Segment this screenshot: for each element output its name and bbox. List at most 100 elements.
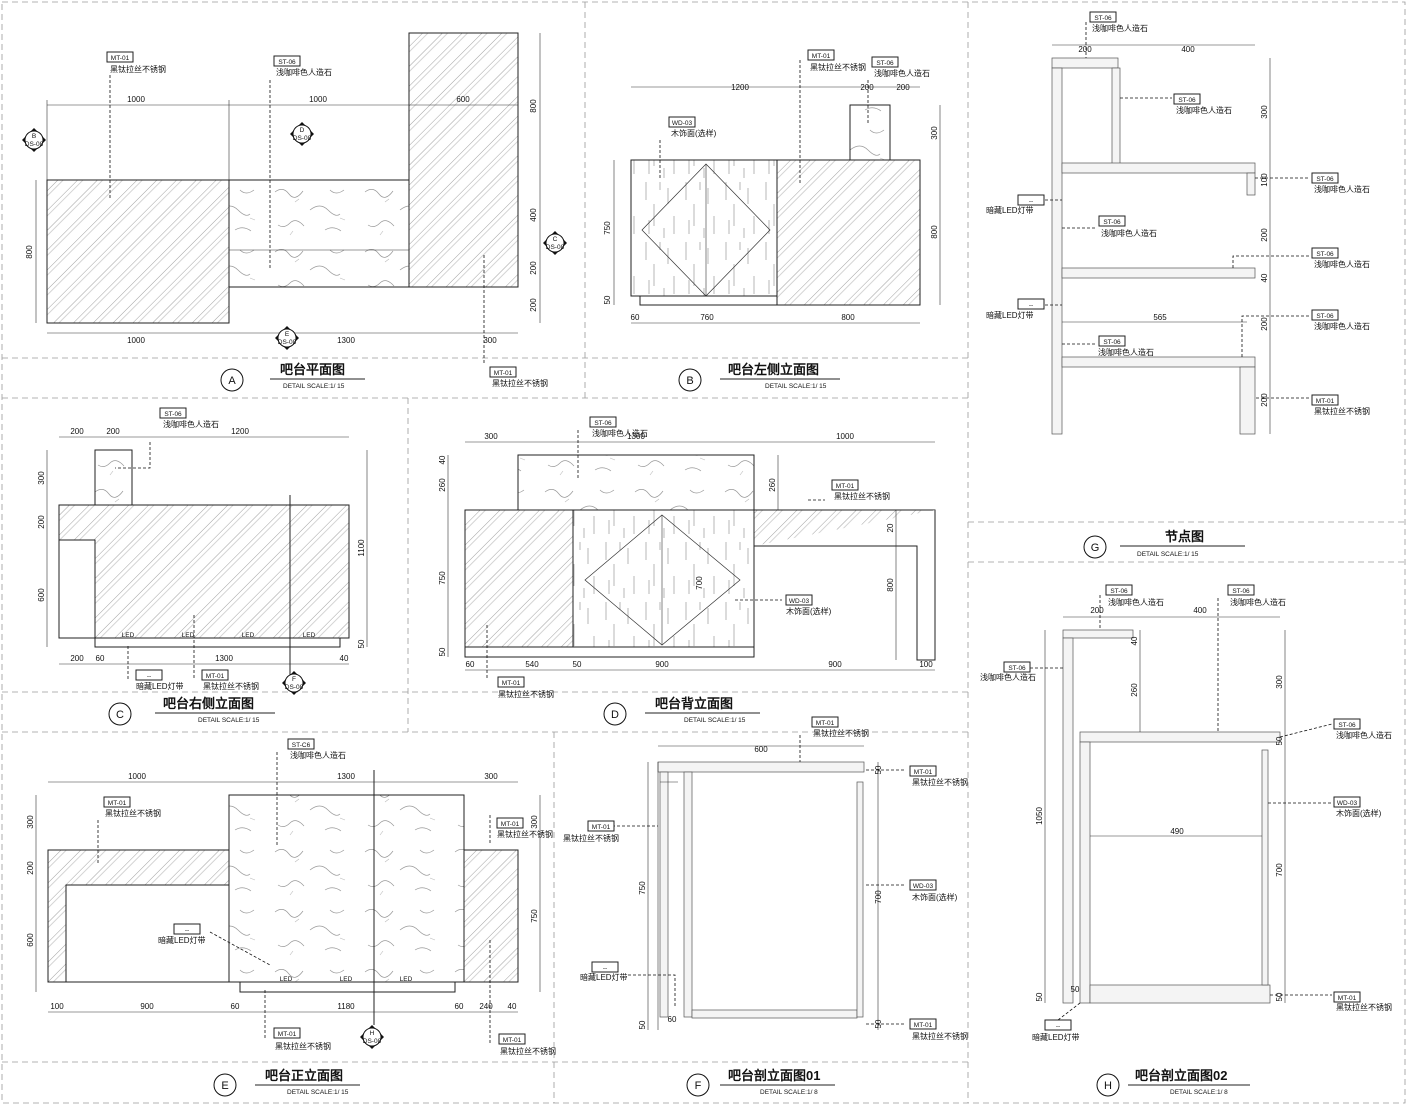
dim-text: 1000 [836, 432, 854, 441]
dim-text: 200 [37, 515, 46, 529]
material-label: 暗藏LED灯带 [986, 310, 1034, 320]
material-code: ST-06 [164, 411, 182, 418]
dim-text: 50 [357, 639, 366, 648]
dim-text: 200 [1260, 317, 1269, 331]
dim-text: 900 [655, 660, 669, 669]
section-marker-b: B DS-08 [22, 128, 46, 152]
material-code: -- [185, 927, 189, 934]
material-label: 木饰面(选样) [671, 128, 717, 138]
dim-text: 900 [140, 1002, 154, 1011]
view-h-section-02: 200 400 1050 50 40 260 300 50 700 50 490… [980, 584, 1392, 1097]
dim-text: 60 [466, 660, 475, 669]
view-title: 吧台左侧立面图 [728, 362, 819, 377]
material-code: ST-06 [594, 420, 612, 427]
dim-text: 200 [1260, 228, 1269, 242]
dim-text: 100 [50, 1002, 64, 1011]
material-code: WD-03 [1337, 800, 1358, 807]
material-label: 浅咖啡色人造石 [1176, 105, 1232, 115]
view-letter: H [1104, 1080, 1112, 1092]
svg-text:F: F [292, 676, 296, 683]
dim-text: 50 [438, 647, 447, 656]
cabinet-front [630, 159, 778, 297]
dim-text: 40 [438, 455, 447, 464]
led-tag: LED [182, 632, 195, 639]
material-code: -- [147, 673, 151, 680]
material-label: 木饰面(选样) [786, 606, 832, 616]
dim-text: 300 [930, 126, 939, 140]
counter-side [58, 504, 350, 639]
view-b-left-elevation: 1200 200 200 300 800 750 50 60 760 800 M… [603, 49, 941, 392]
dim-text: 490 [1170, 827, 1184, 836]
led-tag: LED [340, 976, 353, 983]
material-label: 黑钛拉丝不锈钢 [203, 681, 259, 691]
view-title: 吧台背立面图 [655, 696, 733, 711]
material-code: ST-06 [1316, 251, 1334, 258]
dim-text: 800 [25, 245, 34, 259]
material-label: 暗藏LED灯带 [580, 972, 628, 982]
material-code: ST-06 [1316, 176, 1334, 183]
dim-text: 700 [874, 890, 883, 904]
dim-text: 300 [37, 471, 46, 485]
dim-text: 600 [26, 933, 35, 947]
dim-text: 1300 [337, 336, 355, 345]
dim-text: 300 [1275, 675, 1284, 689]
material-label: 黑钛拉丝不锈钢 [810, 62, 866, 72]
view-a-plan: 1000 1000 600 800 800 400 200 200 1000 1… [22, 32, 567, 392]
svg-text:H: H [370, 1030, 375, 1037]
dim-text: 1000 [127, 336, 145, 345]
view-subtitle: DETAIL SCALE:1/ 15 [1137, 551, 1199, 558]
dim-text: 60 [631, 313, 640, 322]
material-code: MT-01 [592, 824, 611, 831]
material-code: ST-06 [1110, 588, 1128, 595]
material-label: 黑钛拉丝不锈钢 [500, 1046, 556, 1056]
dim-text: 300 [530, 815, 539, 829]
material-label: 浅咖啡色人造石 [1092, 23, 1148, 33]
view-subtitle: DETAIL SCALE:1/ 15 [765, 383, 827, 390]
material-code: -- [603, 965, 607, 972]
dim-text: 50 [1275, 992, 1284, 1001]
svg-text:B: B [32, 133, 36, 140]
dim-text: 1180 [337, 1002, 355, 1011]
material-code: ST-06 [1232, 588, 1250, 595]
material-label: 黑钛拉丝不锈钢 [912, 1031, 968, 1041]
material-code: MT-01 [503, 1037, 522, 1044]
view-title: 吧台右侧立面图 [163, 696, 254, 711]
led-tag: LED [400, 976, 413, 983]
section-marker-f: F DS-08 [282, 671, 306, 695]
dim-text: 700 [1275, 863, 1284, 877]
material-code: MT-01 [914, 769, 933, 776]
material-code: MT-01 [502, 680, 521, 687]
dim-text: 1200 [231, 427, 249, 436]
view-letter: E [221, 1080, 228, 1092]
view-subtitle: DETAIL SCALE:1/ 15 [287, 1089, 349, 1096]
dim-text: 400 [1181, 45, 1195, 54]
material-label: 浅咖啡色人造石 [276, 67, 332, 77]
view-subtitle: DETAIL SCALE:1/ 15 [283, 383, 345, 390]
material-code: MT-01 [914, 1022, 933, 1029]
dim-text: 750 [438, 571, 447, 585]
led-tag: LED [122, 632, 135, 639]
dim-text: 400 [1193, 606, 1207, 615]
material-code: -- [1029, 198, 1033, 205]
view-title: 吧台平面图 [280, 362, 345, 377]
view-letter: G [1091, 542, 1100, 554]
plan-counter-right [408, 32, 519, 288]
dim-text: 300 [484, 772, 498, 781]
dim-text: 100 [1260, 173, 1269, 187]
dim-text: 300 [26, 815, 35, 829]
svg-text:DS-08: DS-08 [363, 1038, 382, 1045]
material-label: 黑钛拉丝不锈钢 [1314, 406, 1370, 416]
svg-text:DS-08: DS-08 [293, 135, 312, 142]
dim-text: 1000 [127, 95, 145, 104]
dim-text: 1200 [731, 83, 749, 92]
dim-text: 260 [438, 478, 447, 492]
dim-text: 600 [754, 745, 768, 754]
dim-text: 600 [37, 588, 46, 602]
dim-text: 800 [886, 578, 895, 592]
material-label: 浅咖啡色人造石 [1314, 321, 1370, 331]
material-label: 黑钛拉丝不锈钢 [1336, 1002, 1392, 1012]
material-code: ST-06 [876, 60, 894, 67]
dim-text: 260 [768, 478, 777, 492]
dim-text: 200 [26, 861, 35, 875]
view-letter: A [228, 375, 236, 387]
